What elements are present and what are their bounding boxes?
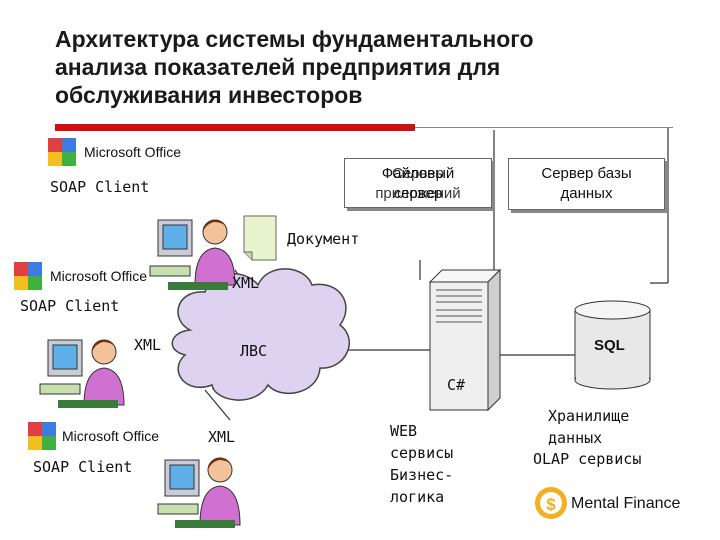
workstation-icon-3: [157, 457, 241, 528]
storage-label: Хранилище данных: [548, 405, 629, 449]
app-server-icon: [428, 268, 502, 412]
olap-label: OLAP сервисы: [533, 450, 642, 468]
xml-label-3: XML: [208, 428, 236, 446]
office-logo-icon-1: [48, 138, 76, 166]
title-underline-line: [415, 127, 673, 128]
web-services-line-1: WEB: [390, 422, 418, 440]
client-3-soap-label: SOAP Client: [33, 458, 133, 476]
workstation-icon-2: [39, 339, 125, 408]
client-1-office-label: Microsoft Office: [84, 144, 181, 160]
client-2-office-label: Microsoft Office: [50, 268, 147, 284]
document-label: Документ: [287, 230, 360, 248]
office-logo-icon-2: [14, 262, 42, 290]
database-icon: [574, 300, 651, 390]
client-2-soap-label: SOAP Client: [20, 297, 120, 315]
db-server-box: Сервер базы данных: [508, 158, 665, 210]
web-services-line-2: сервисы: [390, 444, 454, 462]
document-icon: [243, 215, 277, 261]
office-logo-icon-3: [28, 422, 56, 450]
db-server-line-2: данных: [560, 185, 613, 202]
page-title: Архитектура системы фундаментального ана…: [55, 25, 675, 109]
storage-line-2: данных: [548, 429, 603, 447]
connector-client3-network: [204, 389, 231, 421]
web-services-line-4: логика: [390, 488, 445, 506]
network-label: ЛВС: [240, 342, 268, 360]
storage-line-1: Хранилище: [548, 407, 630, 425]
xml-label-1: XML: [232, 274, 260, 292]
title-underline-accent: [55, 124, 415, 131]
title-line-1: Архитектура системы фундаментального: [55, 26, 534, 52]
svg-text:$: $: [546, 495, 556, 514]
file-server-box: Файловый сервер Сервер приложений: [344, 158, 492, 208]
client-3-office-label: Microsoft Office: [62, 428, 159, 444]
file-server-label: Файловый сервер: [381, 165, 455, 202]
workstation-icon-1: [149, 219, 236, 290]
xml-label-2: XML: [134, 336, 162, 354]
client-1-soap-label: SOAP Client: [50, 178, 150, 196]
web-services-label: WEB сервисы Бизнес- логика: [390, 420, 453, 508]
title-line-3: обслуживания инвесторов: [55, 82, 363, 108]
mental-finance-logo-icon: $: [535, 487, 567, 519]
app-server-box-label: Сервер приложений: [375, 165, 461, 202]
brand-label: Mental Finance: [571, 495, 681, 512]
sql-label: SQL: [594, 337, 625, 354]
web-services-line-3: Бизнес-: [390, 466, 454, 484]
title-line-2: анализа показателей предприятия для: [55, 54, 501, 80]
db-server-line-1: Сервер базы: [541, 165, 632, 182]
app-server-label: C#: [447, 376, 466, 394]
